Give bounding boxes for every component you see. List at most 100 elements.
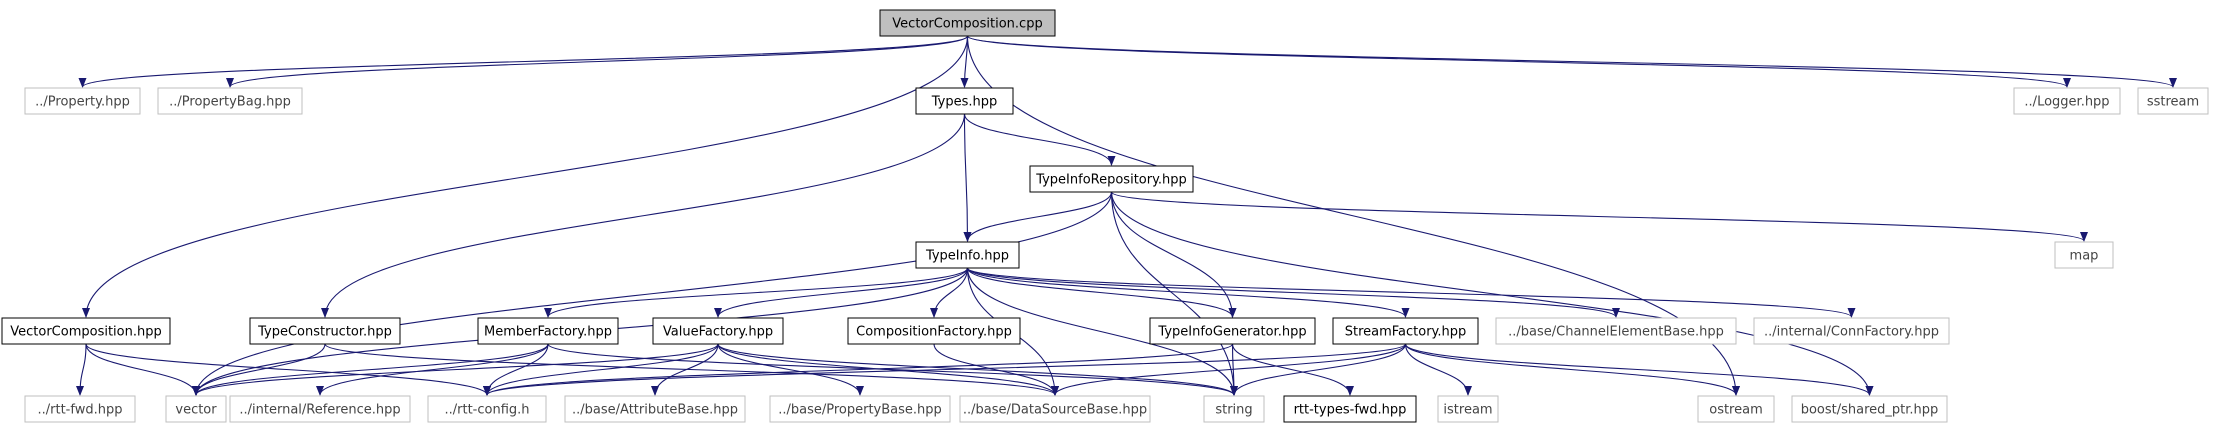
edge-vc_cpp-to-propertybag	[226, 35, 969, 88]
nodes-layer: VectorComposition.cpp ../Property.hpp ../P…	[1, 9, 2209, 423]
node-istream-label: istream	[1443, 403, 1492, 418]
edge-typeinfo-to-valuefactory	[714, 267, 969, 318]
edge-vc_cpp-to-vc_hpp	[82, 35, 969, 318]
node-vector-box	[165, 395, 227, 423]
node-vc_cpp-box	[879, 9, 1056, 37]
edge-types-to-typeconstructor	[321, 113, 966, 318]
node-datasourcebase-box	[959, 395, 1151, 423]
node-datasourcebase-label: ../base/DataSourceBase.hpp	[963, 403, 1147, 418]
edge-typeinforepo-to-typeinfogen	[1110, 191, 1237, 318]
node-channelelementbase-box	[1495, 317, 1737, 345]
edge-valuefactory-to-string	[717, 343, 1238, 396]
node-typeinforepo-box	[1029, 165, 1194, 193]
edge-vc_hpp-to-rttfwd	[76, 343, 87, 396]
edge-typeinfo-to-streamfactory	[966, 267, 1410, 318]
node-attributebase: ../base/AttributeBase.hpp	[564, 395, 746, 423]
node-streamfactory-box	[1332, 317, 1479, 345]
node-streamfactory-label: StreamFactory.hpp	[1345, 325, 1467, 340]
node-istream-box	[1437, 395, 1499, 423]
node-typeinfogen-box	[1149, 317, 1316, 345]
edge-valuefactory-to-attributebase	[651, 343, 719, 396]
node-typeinfo-box	[915, 241, 1020, 269]
node-property: ../Property.hpp	[24, 87, 141, 115]
node-typeinfo[interactable]: TypeInfo.hpp	[915, 241, 1020, 269]
node-propertybase-label: ../base/PropertyBase.hpp	[778, 403, 942, 418]
node-logger: ../Logger.hpp	[2013, 87, 2121, 115]
node-vc_hpp-label: VectorComposition.hpp	[10, 325, 162, 340]
node-propertybase-box	[769, 395, 951, 423]
node-sstream: sstream	[2137, 87, 2209, 115]
node-string-label: string	[1215, 403, 1252, 418]
edge-valuefactory-to-datasourcebase	[717, 343, 1059, 396]
node-memberfactory[interactable]: MemberFactory.hpp	[477, 317, 619, 345]
node-property-label: ../Property.hpp	[35, 95, 130, 110]
node-propertybag-label: ../PropertyBag.hpp	[169, 95, 291, 110]
edge-valuefactory-to-vector	[192, 343, 719, 396]
node-rttfwd-label: ../rtt-fwd.hpp	[38, 403, 123, 418]
node-rtttypesfwd-box	[1283, 395, 1417, 423]
node-sharedptr: boost/shared_ptr.hpp	[1791, 395, 1948, 423]
edge-typeinforepo-to-typeinfo	[963, 191, 1113, 242]
node-map-box	[2054, 241, 2114, 269]
edge-typeinforepo-to-vector	[192, 191, 1113, 396]
node-logger-label: ../Logger.hpp	[2024, 95, 2109, 110]
node-reference: ../internal/Reference.hpp	[229, 395, 411, 423]
node-vector: vector	[165, 395, 227, 423]
node-valuefactory-label: ValueFactory.hpp	[663, 325, 773, 340]
node-property-box	[24, 87, 141, 115]
node-vc_hpp[interactable]: VectorComposition.hpp	[1, 317, 171, 345]
node-streamfactory[interactable]: StreamFactory.hpp	[1332, 317, 1479, 345]
node-map: map	[2054, 241, 2114, 269]
node-typeinfogen[interactable]: TypeInfoGenerator.hpp	[1149, 317, 1316, 345]
node-rttconfig: ../rtt-config.h	[427, 395, 547, 423]
edge-typeinfo-to-typeinfogen	[966, 267, 1237, 318]
edge-streamfactory-to-datasourcebase	[1051, 343, 1407, 396]
node-compositionfactory-box	[847, 317, 1021, 345]
node-channelelementbase-label: ../base/ChannelElementBase.hpp	[1508, 325, 1724, 340]
node-valuefactory[interactable]: ValueFactory.hpp	[652, 317, 784, 345]
node-rttfwd-box	[24, 395, 136, 423]
edge-typeinfo-to-connfactory	[966, 267, 1856, 318]
edge-typeinfo-to-string	[966, 267, 1238, 396]
node-reference-label: ../internal/Reference.hpp	[239, 403, 400, 418]
edge-vc_cpp-to-logger	[966, 35, 2071, 88]
edge-typeinforepo-to-sharedptr	[1110, 191, 1874, 396]
node-ostream-box	[1697, 395, 1775, 423]
node-valuefactory-box	[652, 317, 784, 345]
node-types-box	[915, 87, 1014, 115]
edge-typeinfo-to-channelelementbase	[966, 267, 1620, 318]
edge-memberfactory-to-vector	[192, 343, 549, 396]
edge-streamfactory-to-rttconfig	[483, 343, 1407, 396]
node-string: string	[1203, 395, 1265, 423]
node-propertybase: ../base/PropertyBase.hpp	[769, 395, 951, 423]
edge-streamfactory-to-sharedptr	[1404, 343, 1874, 396]
node-typeconstructor-label: TypeConstructor.hpp	[257, 325, 392, 340]
node-vc_cpp-label: VectorComposition.cpp	[892, 17, 1042, 32]
node-ostream-label: ostream	[1709, 403, 1763, 418]
edge-memberfactory-to-reference	[316, 343, 549, 396]
edge-typeinfogen-to-rtttypesfwd	[1231, 343, 1354, 396]
node-sharedptr-label: boost/shared_ptr.hpp	[1801, 403, 1939, 418]
edge-typeinfo-to-compositionfactory	[930, 267, 969, 318]
node-typeinforepo-label: TypeInfoRepository.hpp	[1035, 173, 1187, 188]
node-attributebase-box	[564, 395, 746, 423]
node-rtttypesfwd-label: rtt-types-fwd.hpp	[1294, 403, 1407, 418]
node-typeinforepo[interactable]: TypeInfoRepository.hpp	[1029, 165, 1194, 193]
node-rttconfig-box	[427, 395, 547, 423]
edge-types-to-typeinfo	[963, 113, 972, 242]
node-map-label: map	[2070, 249, 2099, 264]
node-compositionfactory-label: CompositionFactory.hpp	[856, 325, 1012, 340]
edge-streamfactory-to-ostream	[1404, 343, 1740, 396]
edge-typeconstructor-to-vector	[192, 343, 326, 396]
node-istream: istream	[1437, 395, 1499, 423]
node-typeinfogen-label: TypeInfoGenerator.hpp	[1157, 325, 1306, 340]
edges-layer	[76, 35, 2177, 396]
node-rtttypesfwd[interactable]: rtt-types-fwd.hpp	[1283, 395, 1417, 423]
node-datasourcebase: ../base/DataSourceBase.hpp	[959, 395, 1151, 423]
node-vc_cpp[interactable]: VectorComposition.cpp	[879, 9, 1056, 37]
node-types[interactable]: Types.hpp	[915, 87, 1014, 115]
node-propertybag-box	[157, 87, 303, 115]
node-typeinfo-label: TypeInfo.hpp	[925, 249, 1009, 264]
node-typeconstructor[interactable]: TypeConstructor.hpp	[249, 317, 401, 345]
node-compositionfactory[interactable]: CompositionFactory.hpp	[847, 317, 1021, 345]
